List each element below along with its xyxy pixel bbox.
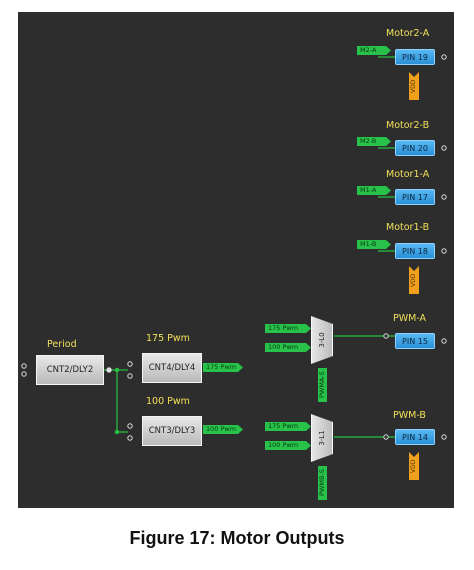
terminal — [441, 434, 447, 440]
m2b-input-tag: M2-B — [357, 137, 391, 146]
period-counter-block[interactable]: CNT2/DLY2 — [36, 355, 104, 385]
terminal — [441, 338, 447, 344]
terminal — [383, 434, 389, 440]
pin-19[interactable]: PIN 19 — [395, 49, 435, 65]
motor1a-title: Motor1-A — [386, 169, 430, 180]
junction-dot — [114, 429, 120, 435]
motor1b-title: Motor1-B — [386, 222, 430, 233]
terminal — [441, 248, 447, 254]
m1b-input-tag: M1-B — [357, 240, 391, 249]
mux-3l1[interactable]: 3-L1 — [311, 414, 333, 462]
mux0-input-175-tag: 175 Pwm — [265, 324, 311, 333]
m1a-input-tag: M1-A — [357, 186, 391, 195]
terminal — [127, 361, 133, 367]
pwm175-output-tag: 175 Pwm — [203, 363, 243, 372]
mux0-label: 3-L0 — [318, 332, 326, 348]
motor2a-title: Motor2-A — [386, 28, 430, 39]
figure-caption: Figure 17: Motor Outputs — [129, 528, 345, 548]
junction-dot — [114, 367, 120, 373]
terminal — [441, 145, 447, 151]
terminal — [106, 367, 112, 373]
pwm175-counter-block[interactable]: CNT4/DLY4 — [142, 353, 202, 383]
pwma-title: PWM-A — [393, 313, 427, 324]
pwm100-counter-block[interactable]: CNT3/DLY3 — [142, 416, 202, 446]
mux0-input-100-tag: 100 Pwm — [265, 343, 311, 352]
mux-3l0[interactable]: 3-L0 — [311, 316, 333, 364]
terminal — [127, 423, 133, 429]
pwm100-title: 100 Pwm — [146, 396, 190, 407]
period-title: Period — [47, 339, 77, 350]
pin-17[interactable]: PIN 17 — [395, 189, 435, 205]
pwmb-title: PWM-B — [393, 410, 426, 421]
terminal — [383, 333, 389, 339]
terminal — [21, 363, 27, 369]
terminal — [441, 194, 447, 200]
pin-15[interactable]: PIN 15 — [395, 333, 435, 349]
m2a-input-tag: M2-A — [357, 46, 391, 55]
pwmb-select-tag: PWMB-S — [318, 466, 327, 500]
motor2b-title: Motor2-B — [386, 120, 430, 131]
pin-18[interactable]: PIN 18 — [395, 243, 435, 259]
pwm175-title: 175 Pwm — [146, 333, 190, 344]
terminal — [21, 371, 27, 377]
terminal — [127, 373, 133, 379]
mux1-input-100-tag: 100 Pwm — [265, 441, 311, 450]
pin-20[interactable]: PIN 20 — [395, 140, 435, 156]
pwma-select-tag: PWMA-S — [318, 368, 327, 402]
terminal — [127, 435, 133, 441]
pin-14[interactable]: PIN 14 — [395, 429, 435, 445]
pwm100-output-tag: 100 Pwm — [203, 425, 243, 434]
mux1-input-175-tag: 175 Pwm — [265, 422, 311, 431]
mux1-label: 3-L1 — [318, 430, 326, 446]
terminal — [441, 54, 447, 60]
